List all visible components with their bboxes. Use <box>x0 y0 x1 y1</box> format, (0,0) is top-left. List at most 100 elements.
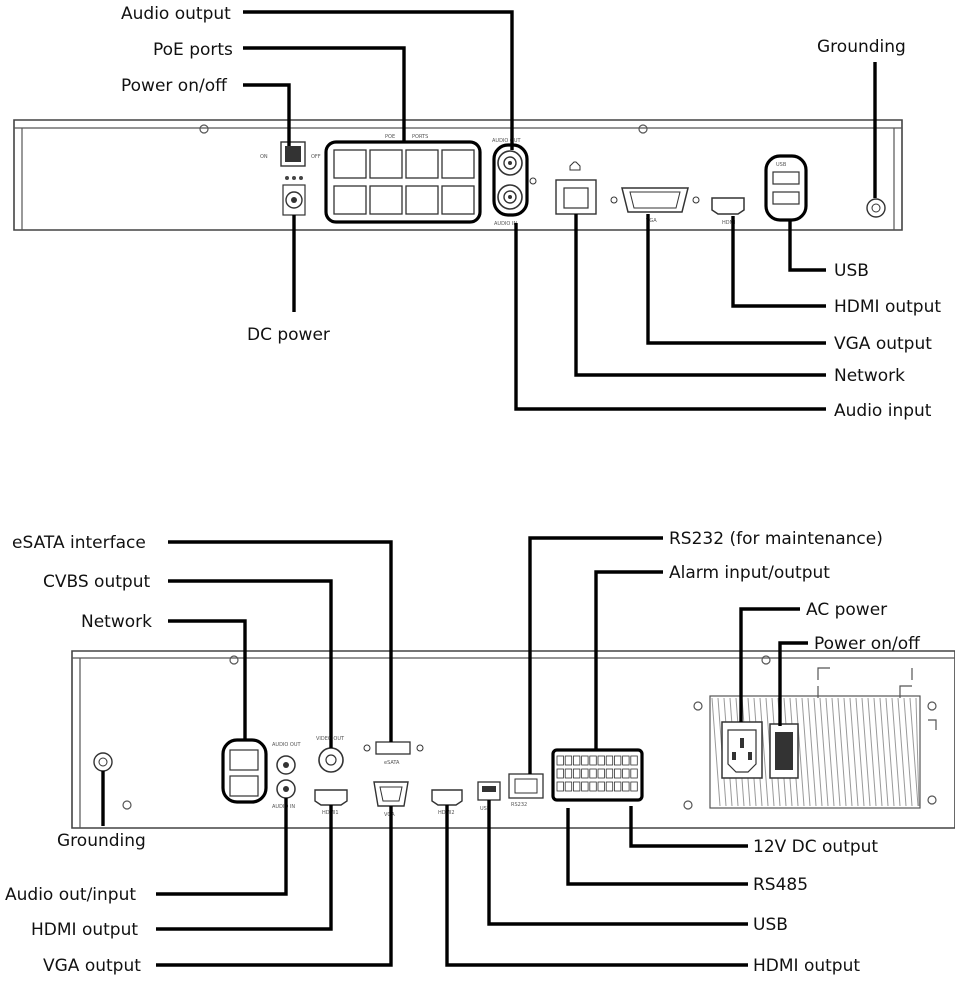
grill-line <box>825 697 835 807</box>
label-power-on-off: Power on/off <box>814 634 921 654</box>
leader-rs485 <box>566 808 748 886</box>
hdmi-print: HDMI <box>722 220 735 226</box>
label-network: Network <box>834 366 905 386</box>
usb-ports-icon: USB <box>764 154 808 222</box>
leader-usb <box>487 800 748 926</box>
top-unit: ON OFF POE PORTS AUDIO OUT <box>13 4 941 421</box>
label-audio-input: Audio input <box>834 401 932 421</box>
power-switch-icon <box>769 723 799 779</box>
leader-ac-power <box>739 607 800 722</box>
leader-usb <box>788 220 826 272</box>
grill-line <box>891 697 901 807</box>
leader-esata <box>168 540 393 742</box>
audio-in-print: AUDIO IN <box>272 804 295 810</box>
terminal-pin <box>622 781 630 792</box>
terminal-pin <box>564 768 573 779</box>
terminal-pin <box>589 768 597 779</box>
ac-inlet-icon <box>721 721 763 779</box>
leader-network <box>574 214 826 377</box>
audio-in-print: AUDIO IN <box>494 221 517 227</box>
label-usb: USB <box>834 261 869 281</box>
audio-out-print: AUDIO OUT <box>272 742 302 748</box>
grill-line <box>879 697 889 807</box>
leader-hdmi-left <box>156 805 333 931</box>
terminal-pin <box>589 781 597 792</box>
grill-line <box>711 697 721 807</box>
grill-line <box>807 697 817 807</box>
label-network: Network <box>81 612 152 632</box>
terminal-pin <box>556 768 564 779</box>
label-hdmi-output-right: HDMI output <box>753 956 860 976</box>
grill-line <box>837 697 847 807</box>
ground-screw-icon <box>866 198 886 218</box>
rs232-port-icon: RS232 <box>508 773 544 808</box>
dc-jack-icon <box>282 176 306 216</box>
label-hdmi-output-left: HDMI output <box>31 920 138 940</box>
ports-print: PORTS <box>412 134 428 140</box>
leader-cvbs <box>168 579 333 748</box>
label-usb: USB <box>753 915 788 935</box>
terminal-pin <box>556 755 564 766</box>
leader-power-on-off <box>243 83 291 146</box>
leader-rs232 <box>528 536 663 774</box>
vga-port-icon: VGA <box>373 781 409 818</box>
label-power-on-off: Power on/off <box>121 76 228 96</box>
terminal-pin <box>614 755 622 766</box>
leader-poe-ports <box>243 46 406 142</box>
leader-audio-input <box>514 223 826 411</box>
esata-print: eSATA <box>384 760 400 766</box>
screw-icon <box>683 800 693 810</box>
label-rs232: RS232 (for maintenance) <box>669 529 883 549</box>
leader-power-on-off <box>778 641 808 726</box>
label-cvbs-output: CVBS output <box>43 572 150 592</box>
off-print: OFF <box>311 154 321 160</box>
leader-audio-out-input <box>156 798 288 896</box>
terminal-pin <box>573 781 581 792</box>
terminal-pin <box>597 755 605 766</box>
rs232-print: RS232 <box>511 802 527 808</box>
grill-line <box>855 697 865 807</box>
label-12v-dc-output: 12V DC output <box>753 837 878 857</box>
terminal-pin <box>581 768 589 779</box>
terminal-pin <box>605 755 614 766</box>
grill-line <box>903 697 913 807</box>
label-audio-output: Audio output <box>121 4 231 24</box>
label-poe-ports: PoE ports <box>153 40 233 60</box>
alarm-terminal-icon <box>551 748 644 802</box>
grill-line <box>915 697 920 807</box>
label-vga-output: VGA output <box>43 956 141 976</box>
terminal-pin <box>564 781 573 792</box>
hdmi-port-icon: HDMI <box>711 197 745 226</box>
terminal-pin <box>614 768 622 779</box>
esata-port-icon: eSATA <box>363 741 424 766</box>
grill-line <box>885 697 895 807</box>
leader-network <box>168 619 247 740</box>
terminal-pin <box>622 768 630 779</box>
usb-print: USB <box>480 806 491 812</box>
ground-screw-icon <box>93 752 113 772</box>
terminal-pin <box>605 781 614 792</box>
grill-line <box>813 697 823 807</box>
leader-vga <box>156 806 393 967</box>
terminal-pin <box>564 755 573 766</box>
label-dc-power: DC power <box>247 325 330 345</box>
terminal-pin <box>597 781 605 792</box>
poe-ports-icon: POE PORTS <box>324 134 482 224</box>
label-grounding: Grounding <box>57 831 146 851</box>
terminal-pin <box>630 755 638 766</box>
vga-port-icon: VGA <box>610 187 700 224</box>
label-esata-interface: eSATA interface <box>12 533 146 553</box>
terminal-pin <box>614 781 622 792</box>
terminal-pin <box>622 755 630 766</box>
audio-out-print: AUDIO OUT <box>492 138 522 144</box>
terminal-pin <box>630 781 638 792</box>
leader-12v-dc <box>629 806 748 848</box>
label-rs485: RS485 <box>753 875 808 895</box>
poe-print: POE <box>385 134 395 140</box>
label-hdmi-output: HDMI output <box>834 297 941 317</box>
terminal-pin <box>605 768 614 779</box>
screw-icon <box>199 124 209 134</box>
bottom-leader-lines <box>101 536 808 967</box>
leader-audio-output <box>243 10 514 150</box>
